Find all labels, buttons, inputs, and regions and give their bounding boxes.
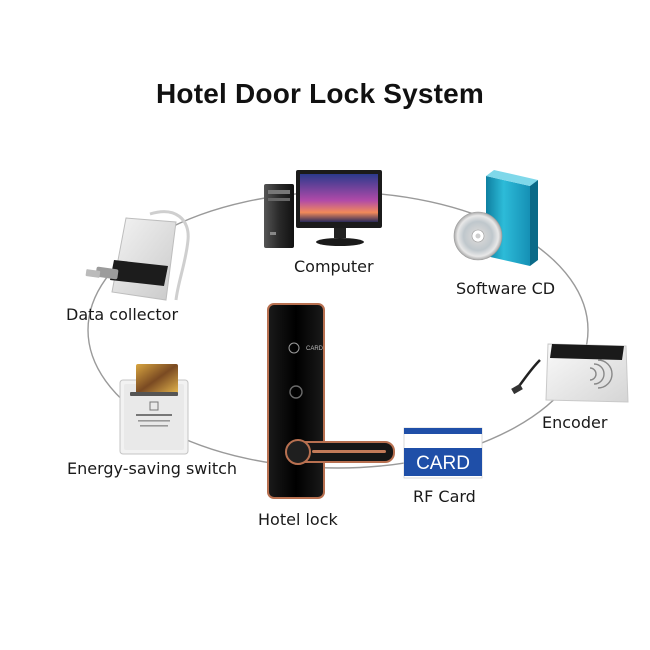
data-collector-icon <box>85 210 190 301</box>
energy-saving-switch-icon <box>119 364 189 455</box>
rf-card-icon <box>403 427 483 479</box>
encoder-icon <box>511 343 629 403</box>
data-collector-label: Data collector <box>66 305 179 324</box>
computer-icon <box>264 170 382 248</box>
page-title: Hotel Door Lock System <box>155 78 485 109</box>
lock-card-text: CARD <box>306 346 324 352</box>
rf-card-text: CARD <box>416 453 470 474</box>
computer-label: Computer <box>294 257 374 276</box>
software-cd-label: Software CD <box>456 279 556 298</box>
hotel-lock-icon <box>267 303 395 499</box>
energy-saving-switch-label: Energy-saving switch <box>67 459 238 478</box>
hotel-lock-label: Hotel lock <box>258 510 338 529</box>
encoder-label: Encoder <box>542 413 608 432</box>
rf-card-label: RF Card <box>413 487 476 506</box>
software-cd-icon <box>453 170 538 266</box>
